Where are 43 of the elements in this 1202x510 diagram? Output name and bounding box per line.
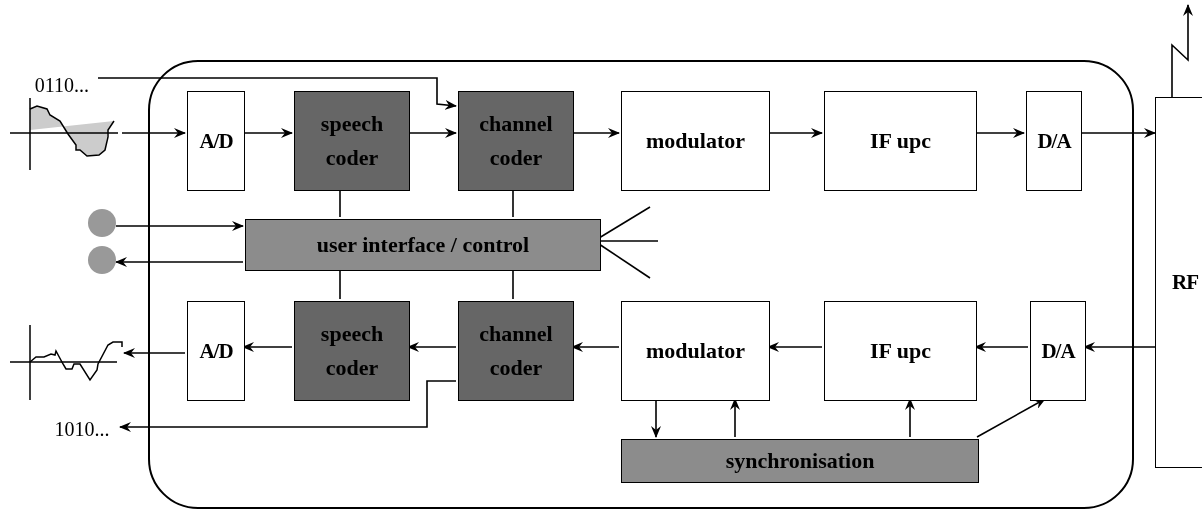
control-knob [88,246,116,274]
arrow [123,348,186,358]
control-knob [88,209,116,237]
device-outline [148,60,1134,509]
arrow [97,77,457,110]
block-label: synchronisation [725,446,875,475]
arrow [1171,4,1193,98]
block-label: IF upc [870,336,931,365]
coder-block [294,301,410,401]
bit-sequence-text: 1010... [54,416,110,442]
arrow [121,128,186,138]
block-label: RF [1172,269,1198,297]
waveform-drawing [10,325,124,401]
block-label: A/D [199,337,233,365]
block-label: modulator [646,126,745,155]
function-block [1030,301,1086,401]
block-label: A/D [199,127,233,155]
function-block [824,301,977,401]
function-block [187,91,245,191]
function-block [1155,97,1202,468]
block-label: user interface / control [316,230,530,259]
coder-block [458,301,574,401]
block-label: speech coder [319,109,385,172]
block-label: channel coder [478,319,554,382]
block-label: speech coder [319,319,385,382]
block-label: channel coder [478,109,554,172]
function-block [187,301,245,401]
block-label: IF upc [870,126,931,155]
arrow [119,380,457,432]
function-block [621,301,770,401]
bit-sequence-text: 0110... [34,72,90,98]
function-block [1026,91,1082,191]
control-bar [621,439,979,483]
control-bar [245,219,601,271]
arrow [115,221,244,231]
coder-block [458,91,574,191]
block-label: D/A [1037,127,1071,155]
block-label: D/A [1041,337,1075,365]
block-label: modulator [646,336,745,365]
arrow [115,257,244,267]
function-block [824,91,977,191]
coder-block [294,91,410,191]
function-block [621,91,770,191]
